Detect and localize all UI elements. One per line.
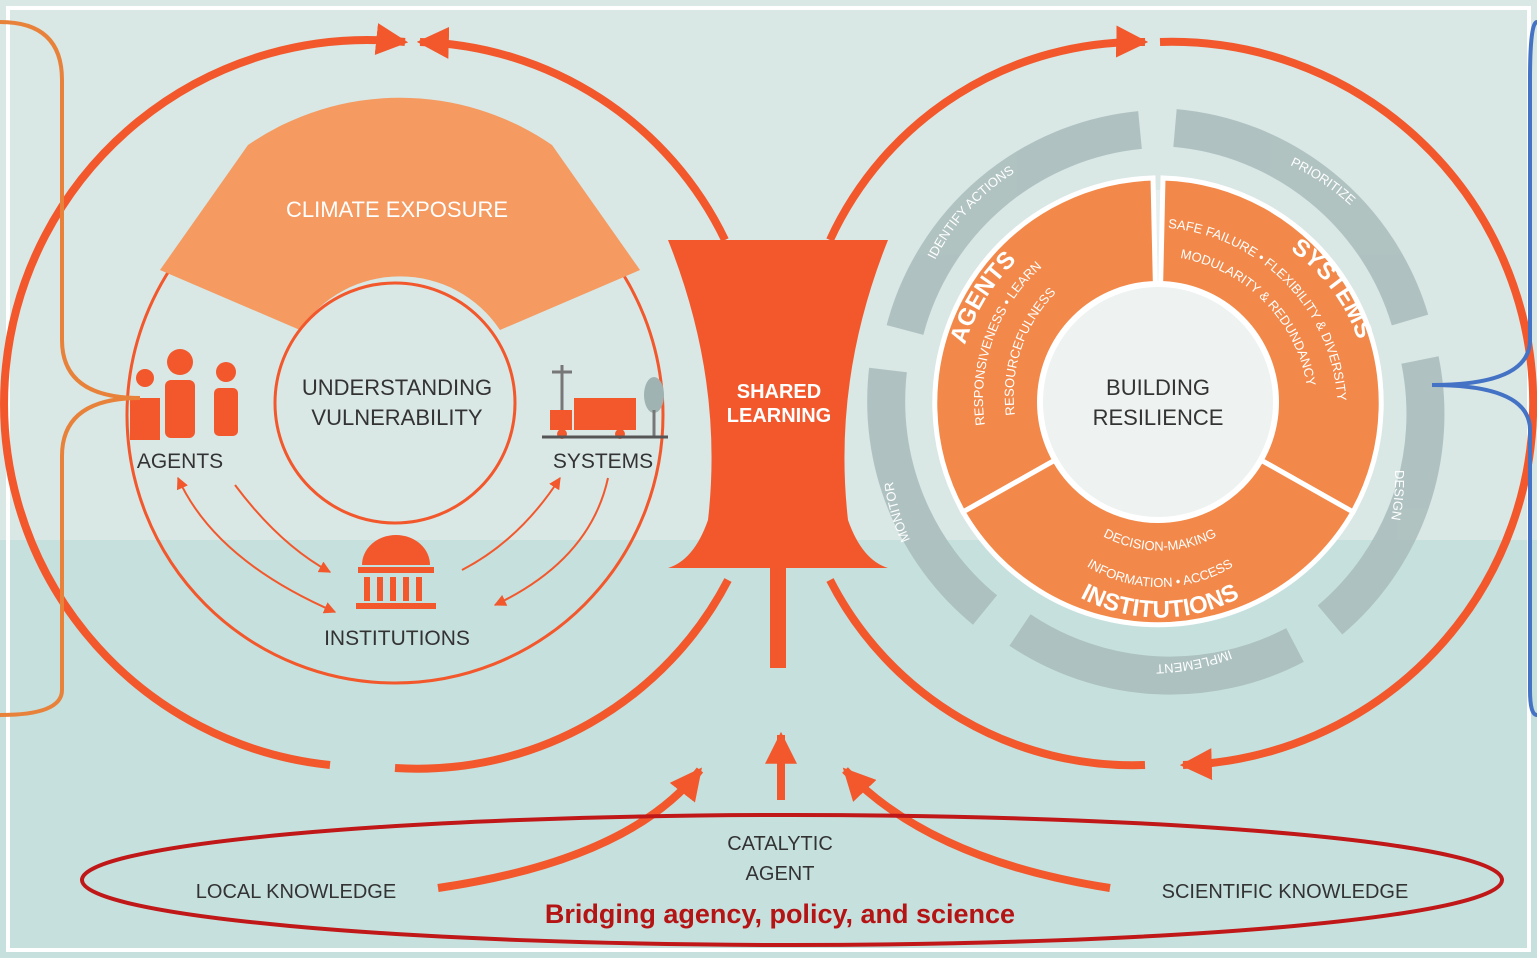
shared-learning-line1: SHARED — [737, 381, 821, 403]
bridging-caption: Bridging agency, policy, and science — [545, 899, 1015, 929]
step-design — [1317, 356, 1445, 635]
local-knowledge-label: LOCAL KNOWLEDGE — [196, 881, 396, 903]
bridging-ellipse — [80, 813, 1504, 947]
left-outer-ring — [0, 23, 732, 773]
right-outer-ring — [826, 25, 1537, 781]
building-resilience-core — [1037, 281, 1279, 523]
building-resilience-line1: BUILDING — [1106, 375, 1210, 400]
scientific-knowledge-label: SCIENTIFIC KNOWLEDGE — [1162, 881, 1409, 903]
relationship-arrows — [176, 476, 609, 614]
institutions-label: INSTITUTIONS — [324, 627, 470, 650]
climate-exposure-label: CLIMATE EXPOSURE — [286, 197, 508, 222]
shared-learning-line2: LEARNING — [727, 405, 831, 427]
vulnerability-label-line1: UNDERSTANDING — [302, 375, 492, 400]
catalytic-agent-line1: CATALYTIC — [727, 833, 833, 855]
step-prioritize — [1173, 109, 1429, 326]
right-bracket — [1431, 20, 1537, 717]
knowledge-arrows — [437, 731, 1111, 892]
agents-label: AGENTS — [137, 450, 223, 473]
step-identify-actions — [886, 111, 1143, 335]
shared-learning-shape — [668, 240, 888, 568]
step-implement — [1009, 614, 1304, 695]
resilience-pie — [932, 175, 1384, 628]
systems-icon — [542, 365, 668, 439]
climate-exposure-wedge — [160, 97, 640, 330]
vulnerability-label-line2: VULNERABILITY — [311, 405, 482, 430]
institutions-icon — [356, 535, 436, 609]
building-resilience-line2: RESILIENCE — [1093, 405, 1224, 430]
process-steps-ring — [867, 109, 1445, 695]
step-monitor — [867, 367, 998, 625]
step-design-label: DESIGN — [1388, 470, 1407, 522]
systems-label: SYSTEMS — [553, 450, 653, 473]
catalytic-agent-line2: AGENT — [746, 863, 815, 885]
shared-learning-stem — [770, 566, 786, 668]
left-bracket — [0, 20, 141, 717]
agents-icon — [130, 349, 238, 440]
vulnerability-circle — [273, 281, 517, 525]
